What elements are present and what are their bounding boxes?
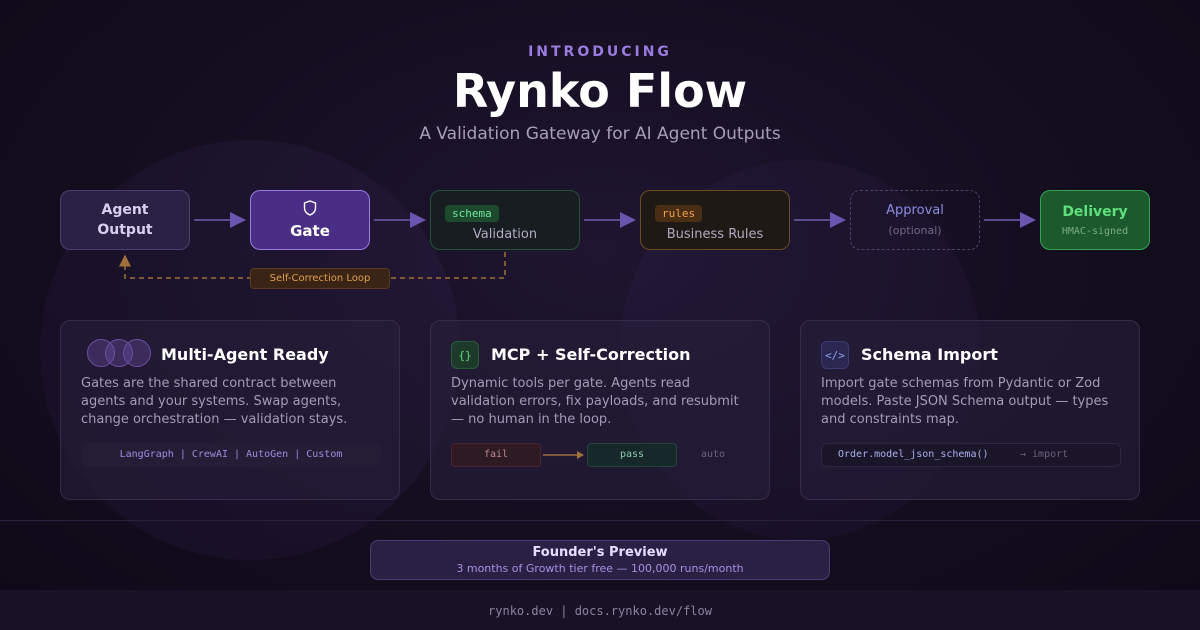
feature-card-mcp: {} MCP + Self-Correction Dynamic tools p…	[430, 320, 770, 500]
schema-pill: schema	[445, 205, 499, 222]
overlapping-circles-icon	[87, 339, 157, 369]
node-approval: Approval (optional)	[850, 190, 980, 250]
node-gate-label: Gate	[290, 222, 330, 240]
card-body: Gates are the shared contract between ag…	[81, 376, 348, 427]
page-title: Rynko Flow	[452, 64, 748, 118]
import-label: → import	[1020, 449, 1069, 460]
pass-chip: pass	[587, 443, 677, 467]
node-gate: Gate	[250, 190, 370, 250]
rules-pill: rules	[655, 205, 703, 222]
eyebrow: INTRODUCING	[528, 44, 672, 60]
node-delivery: Delivery HMAC-signed	[1040, 190, 1150, 250]
node-schema-validation: schema Validation	[430, 190, 580, 250]
node-approval-sub: (optional)	[888, 224, 942, 237]
divider	[0, 520, 1200, 521]
card-title: Schema Import	[861, 345, 998, 364]
framework-list: LangGraph | CrewAI | AutoGen | Custom	[81, 443, 381, 467]
auto-label: auto	[701, 449, 726, 460]
code-snippet: Order.model_json_schema() → import	[821, 443, 1121, 467]
circle-icon	[123, 339, 151, 367]
self-correction-loop-label: Self-Correction Loop	[250, 268, 390, 289]
card-body: Dynamic tools per gate. Agents read vali…	[451, 376, 739, 427]
footer-links: rynko.dev | docs.rynko.dev/flow	[0, 590, 1200, 630]
node-rules-label: Business Rules	[666, 227, 764, 242]
code-icon: </>	[821, 341, 849, 369]
preview-title: Founder's Preview	[532, 545, 668, 560]
node-agent-label-2: Output	[97, 222, 153, 238]
node-delivery-label: Delivery	[1062, 203, 1128, 220]
card-title: MCP + Self-Correction	[491, 345, 691, 364]
shield-icon	[303, 200, 317, 216]
node-agent-label-1: Agent	[101, 202, 149, 218]
feature-card-multi-agent: Multi-Agent Ready Gates are the shared c…	[60, 320, 400, 500]
founders-preview-banner: Founder's Preview 3 months of Growth tie…	[370, 540, 830, 580]
node-schema-label: Validation	[472, 227, 538, 242]
card-title: Multi-Agent Ready	[161, 345, 329, 364]
card-body: Import gate schemas from Pydantic or Zod…	[821, 376, 1109, 427]
arrow-right-icon	[543, 451, 584, 459]
code-text: Order.model_json_schema()	[838, 449, 989, 460]
page-subtitle: A Validation Gateway for AI Agent Output…	[419, 124, 781, 144]
node-agent-output: Agent Output	[60, 190, 190, 250]
fail-chip: fail	[451, 443, 541, 467]
preview-subtitle: 3 months of Growth tier free — 100,000 r…	[456, 562, 744, 575]
feature-card-schema-import: </> Schema Import Import gate schemas fr…	[800, 320, 1140, 500]
braces-icon: {}	[451, 341, 479, 369]
node-delivery-sub: HMAC-signed	[1061, 225, 1129, 237]
node-approval-label: Approval	[886, 203, 944, 218]
node-business-rules: rules Business Rules	[640, 190, 790, 250]
